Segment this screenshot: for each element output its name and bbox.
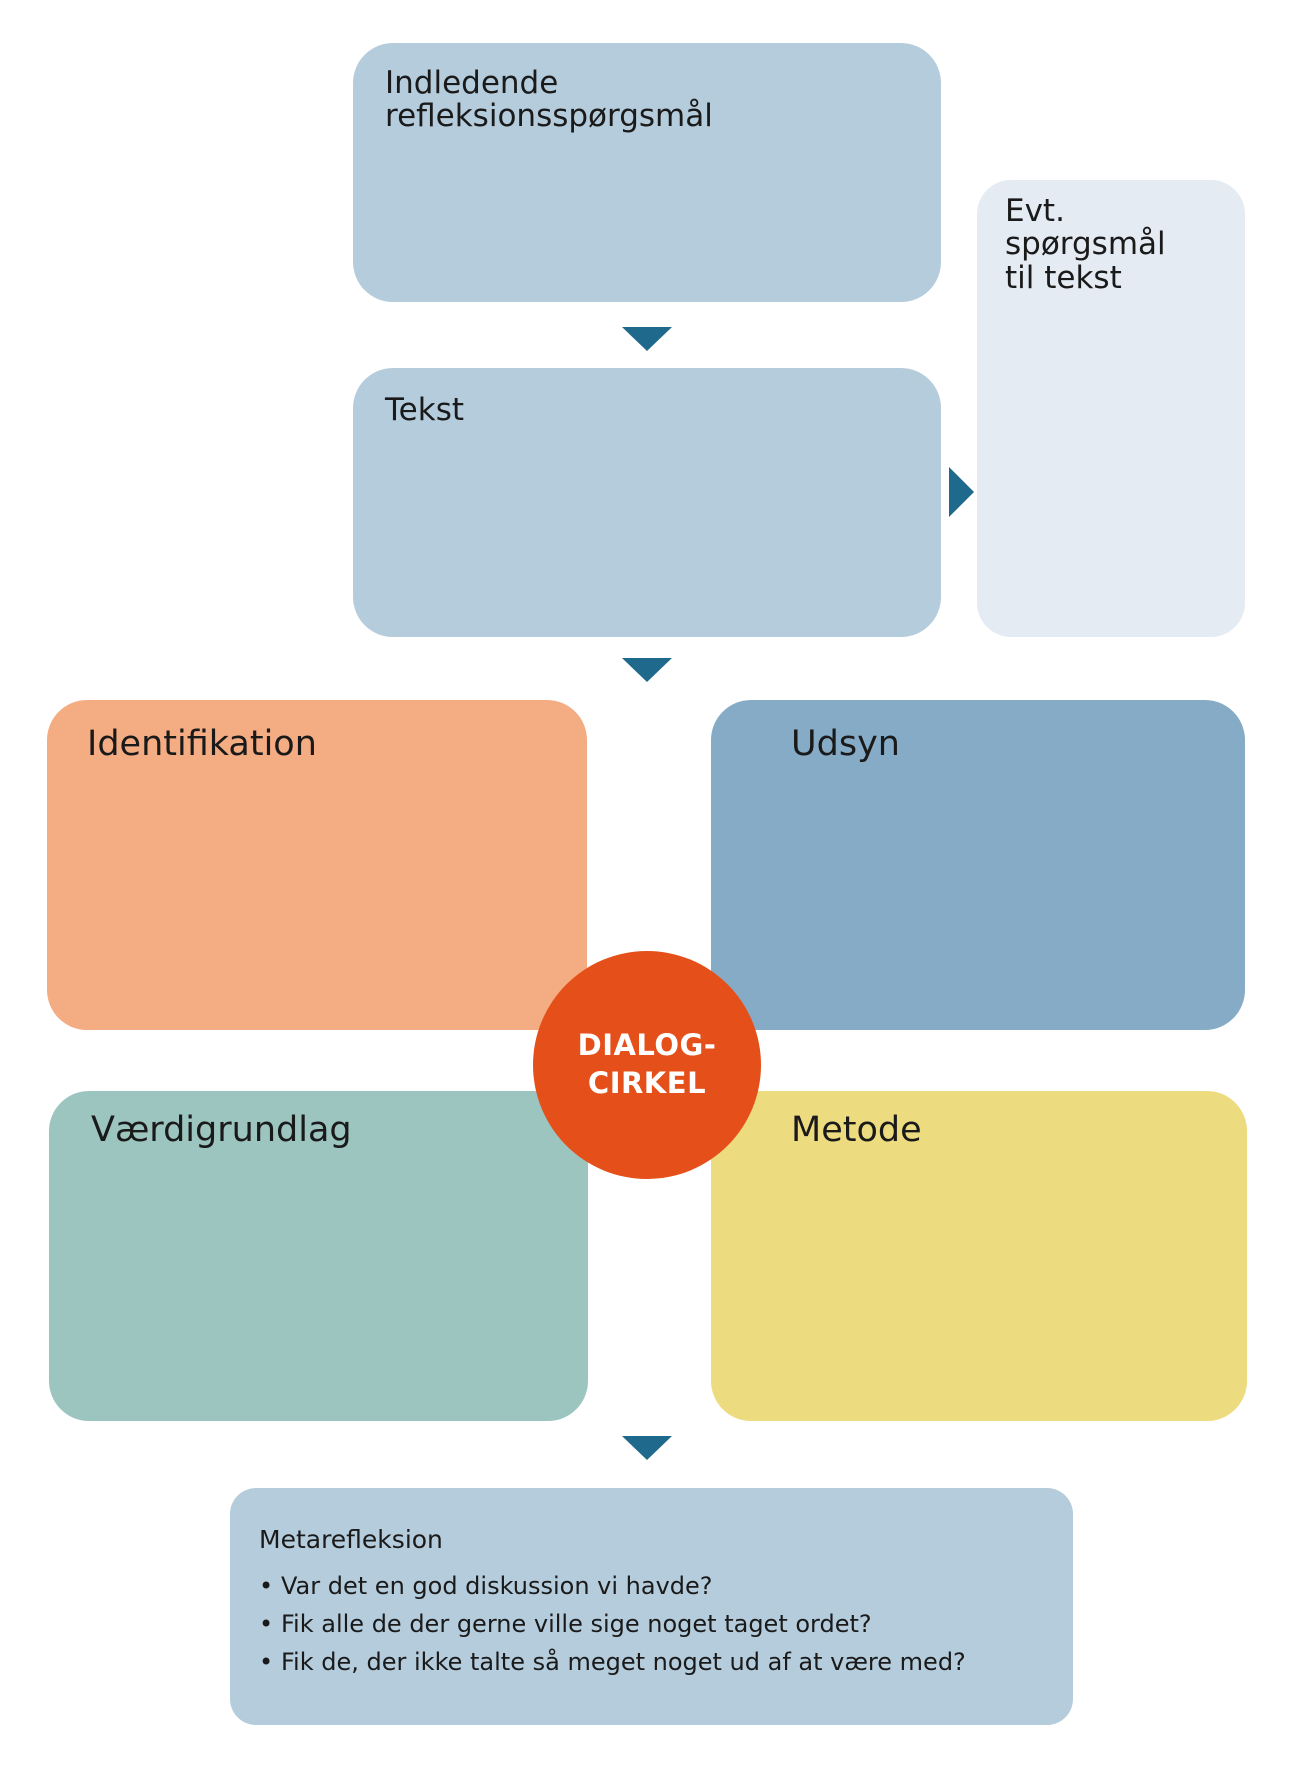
outlook-quadrant: Udsyn [711,700,1245,1030]
text-questions-box: Evt. spørgsmål til tekst [977,180,1245,637]
intro-title-line-1: Indledende [385,65,559,101]
list-item: • Fik alle de der gerne ville sige noget… [259,1605,966,1643]
method-quadrant: Metode [711,1091,1247,1421]
bullet-icon: • [259,1610,274,1638]
dialogue-circle-label: DIALOG- CIRKEL [578,1027,717,1102]
side-title-line-1: Evt. [1005,193,1065,229]
values-quadrant: Værdigrundlag [49,1091,588,1421]
list-item-text: Fik alle de der gerne ville sige noget t… [281,1610,872,1638]
intro-questions-title: Indledende refleksionsspørgsmål [385,65,713,135]
meta-reflection-box: Metarefleksion • Var det en god diskussi… [230,1488,1073,1725]
values-title: Værdigrundlag [91,1110,352,1150]
meta-reflection-title: Metarefleksion [259,1525,443,1554]
outlook-title: Udsyn [791,724,900,764]
arrow-down-icon [622,658,672,682]
arrow-right-icon [949,467,974,517]
list-item-text: Var det en god diskussion vi havde? [281,1572,713,1600]
text-box-title: Tekst [385,392,464,428]
arrow-down-icon [622,327,672,351]
side-title-line-2: spørgsmål [1005,226,1166,263]
method-title: Metode [791,1110,922,1150]
list-item: • Fik de, der ikke talte så meget noget … [259,1643,966,1681]
bullet-icon: • [259,1572,274,1600]
arrow-down-icon [622,1436,672,1460]
list-item-text: Fik de, der ikke talte så meget noget ud… [281,1648,966,1676]
text-questions-title: Evt. spørgsmål til tekst [1005,193,1166,296]
identification-quadrant: Identifikation [47,700,587,1030]
intro-title-line-2: refleksionsspørgsmål [385,98,713,135]
bullet-icon: • [259,1648,274,1676]
list-item: • Var det en god diskussion vi havde? [259,1567,966,1605]
identification-title: Identifikation [87,724,317,764]
meta-reflection-list: • Var det en god diskussion vi havde? • … [259,1567,966,1681]
side-title-line-3: til tekst [1005,259,1122,296]
dialogue-circle: DIALOG- CIRKEL [533,951,761,1179]
circle-line-1: DIALOG- [577,1028,717,1063]
intro-questions-box: Indledende refleksionsspørgsmål [353,43,941,302]
circle-line-2: CIRKEL [587,1066,707,1100]
text-box: Tekst [353,368,941,637]
